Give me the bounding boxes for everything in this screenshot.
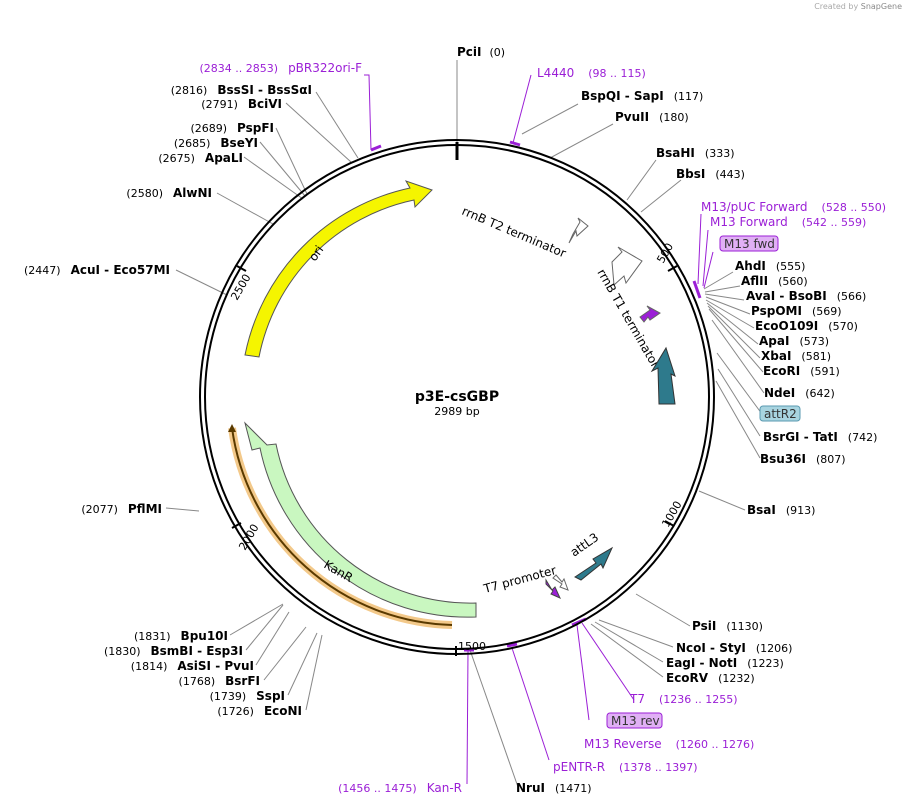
primer-leader-lines	[364, 74, 714, 785]
primer-pbr322ori-f[interactable]: (2834 .. 2853)pBR322ori-F	[200, 61, 363, 75]
site-pspomi[interactable]: PspOMI(569)	[751, 304, 842, 318]
tick-label-1500: 1500	[458, 640, 486, 653]
site-ecori[interactable]: EcoRI(591)	[763, 364, 840, 378]
site-bsu36i[interactable]: Bsu36I(807)	[760, 452, 846, 466]
site-aflii[interactable]: AflII(560)	[741, 274, 808, 288]
site-bpu10i[interactable]: (1831)Bpu10I	[134, 629, 228, 643]
tick-2500	[236, 265, 247, 272]
tick-1000	[664, 520, 675, 527]
t7-promoter-label: T7 promoter	[481, 563, 558, 596]
tick-label-2500: 2500	[228, 272, 253, 303]
site-bsai[interactable]: BsaI(913)	[747, 503, 815, 517]
site-pflmi[interactable]: (2077)PflMI	[81, 502, 162, 516]
site-eagi-noti[interactable]: EagI - NotI(1223)	[666, 656, 784, 670]
primer-kan-r[interactable]: (1456 .. 1475)Kan-R	[338, 781, 462, 795]
site-alwni[interactable]: (2580)AlwNI	[126, 186, 212, 200]
site-bseyi[interactable]: (2685)BseYI	[174, 136, 258, 150]
site-pcii[interactable]: PciI(0)	[457, 45, 505, 59]
m13-rev-box	[606, 712, 663, 729]
site-apali[interactable]: (2675)ApaLI	[158, 151, 243, 165]
primer-pentr-r[interactable]: pENTR-R(1378 .. 1397)	[553, 760, 698, 774]
site-sspi[interactable]: (1739)SspI	[210, 689, 285, 703]
site-bsahi[interactable]: BsaHI(333)	[656, 146, 735, 160]
site-avai-bsobi[interactable]: AvaI - BsoBI(566)	[746, 289, 866, 303]
attr2-box	[759, 405, 801, 422]
site-asisi-pvui[interactable]: (1814)AsiSI - PvuI	[131, 659, 254, 673]
connector-lines	[165, 60, 765, 788]
site-ecoo109i[interactable]: EcoO109I(570)	[755, 319, 858, 333]
attr2-label[interactable]: attR2	[764, 407, 797, 421]
site-bbsi[interactable]: BbsI(443)	[676, 167, 745, 181]
small-promoter-feature	[639, 305, 661, 323]
site-bcivi[interactable]: (2791)BciVI	[201, 97, 282, 111]
tick-2000	[231, 522, 242, 529]
site-apai[interactable]: ApaI(573)	[759, 334, 829, 348]
primer-m13-reverse[interactable]: M13 Reverse(1260 .. 1276)	[584, 737, 754, 751]
primer-labels: (2834 .. 2853)pBR322ori-F L4440(98 .. 11…	[200, 61, 887, 795]
attr2-feature	[650, 346, 676, 405]
site-acui-eco57mi[interactable]: (2447)AcuI - Eco57MI	[24, 263, 170, 277]
boxed-labels: M13 fwd attR2 M13 rev	[606, 235, 801, 729]
credit-prefix: Created by	[814, 2, 859, 11]
site-nrui[interactable]: NruI(1471)	[516, 781, 592, 795]
site-xbai[interactable]: XbaI(581)	[761, 349, 831, 363]
primer-l4440[interactable]: L4440(98 .. 115)	[537, 66, 646, 80]
right-site-labels: PciI(0) BspQI - SapI(117) PvuII(180) Bsa…	[457, 45, 877, 795]
kanr-feature	[244, 421, 477, 618]
site-psii[interactable]: PsiI(1130)	[692, 619, 763, 633]
site-ecorv[interactable]: EcoRV(1232)	[666, 671, 755, 685]
site-bsmbi-esp3i[interactable]: (1830)BsmBI - Esp3I	[104, 644, 243, 658]
primer-m13-forward[interactable]: M13 Forward(542 .. 559)	[710, 215, 866, 229]
kanr-orf-arrowhead	[228, 424, 236, 432]
rrnb-t2-feature	[568, 217, 589, 244]
attl3-feature	[574, 546, 614, 581]
rrnb-t2-label: rrnB T2 terminator	[460, 204, 568, 261]
plasmid-name: p3E-csGBP	[415, 389, 499, 405]
site-econi[interactable]: (1726)EcoNI	[217, 704, 302, 718]
rrnb-t1-feature	[611, 246, 643, 287]
primer-m13-puc-forward[interactable]: M13/pUC Forward(528 .. 550)	[701, 200, 886, 214]
site-bsssi-bsssai[interactable]: (2816)BssSI - BssSαI	[171, 83, 312, 97]
t7-promoter-feature	[545, 578, 561, 599]
site-ahdi[interactable]: AhdI(555)	[735, 259, 805, 273]
m13-fwd-box	[719, 235, 779, 252]
kanr-orf-line	[231, 427, 453, 626]
plasmid-length: 2989 bp	[434, 405, 479, 418]
site-ndei[interactable]: NdeI(642)	[764, 386, 835, 400]
attl3-label: attL3	[568, 530, 602, 559]
site-bsrfi[interactable]: (1768)BsrFI	[179, 674, 260, 688]
site-pvuii[interactable]: PvuII(180)	[615, 110, 689, 124]
site-bsrgi-tati[interactable]: BsrGI - TatI(742)	[763, 430, 877, 444]
t7-terminator-feature	[552, 574, 569, 591]
site-pspfi[interactable]: (2689)PspFI	[190, 121, 274, 135]
bp-ticks	[231, 265, 678, 656]
left-site-labels: (2816)BssSI - BssSαI (2791)BciVI (2689)P…	[24, 83, 312, 718]
primer-t7[interactable]: T7(1236 .. 1255)	[629, 692, 738, 706]
tick-500	[667, 265, 678, 272]
snapgene-logo: SnapGene	[860, 2, 902, 11]
site-ncoi-styi[interactable]: NcoI - StyI(1206)	[676, 641, 792, 655]
m13-rev-label[interactable]: M13 rev	[611, 714, 660, 728]
site-bspqi-sapi[interactable]: BspQI - SapI(117)	[581, 89, 703, 103]
snapgene-credit: Created by SnapGene	[814, 2, 902, 11]
m13-fwd-label[interactable]: M13 fwd	[724, 237, 775, 251]
ori-feature	[244, 180, 433, 358]
